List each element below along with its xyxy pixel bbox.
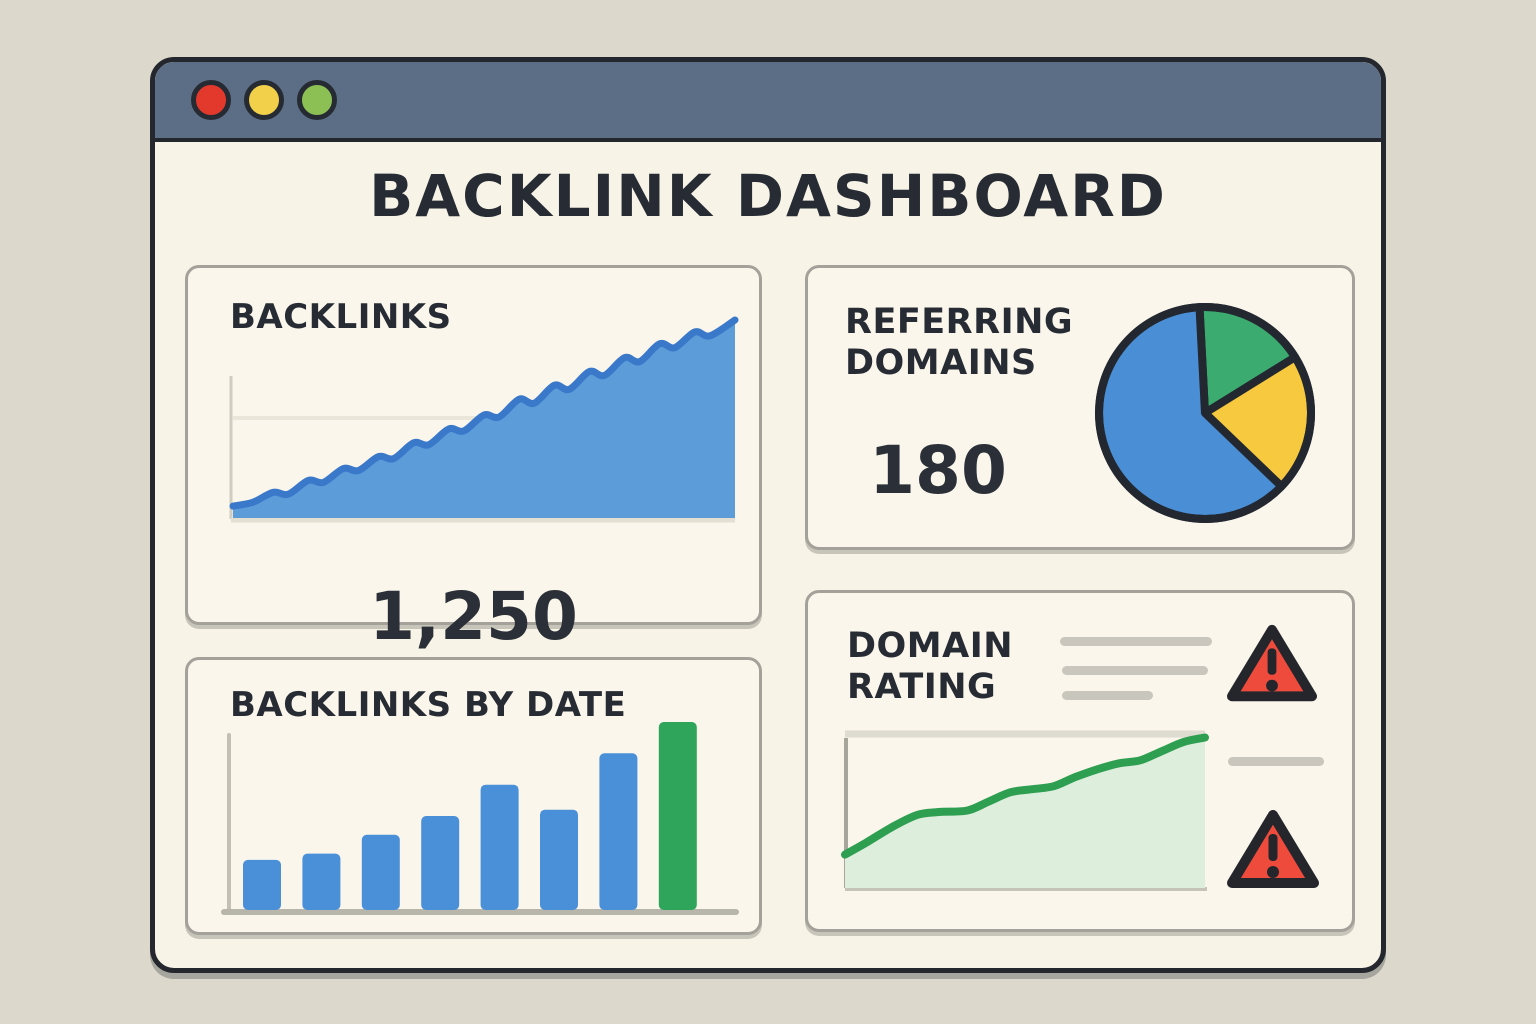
trend-line [841,733,1209,859]
warning-triangle-icon [1227,810,1319,888]
backlinks-by-date-card-title: BACKLINKS BY DATE [230,685,627,725]
minimize-button[interactable] [244,80,284,120]
referring-domains-card: REFERRING DOMAINS 180 [805,265,1355,550]
placeholder-line [1062,666,1208,675]
backlinks-area-chart [229,316,739,523]
backlinks-by-date-card: BACKLINKS BY DATE [185,657,762,935]
bar [361,834,400,910]
bar [658,722,697,910]
backlinks-total-value: 1,250 [369,578,578,655]
area-fill [845,737,1205,888]
warning-triangle-icon [1227,624,1317,702]
bar [421,816,460,910]
area-fill [233,320,735,518]
bar [302,853,341,910]
browser-titlebar [155,62,1381,142]
browser-window: BACKLINK DASHBOARD BACKLINKS 1,250 REFER… [150,57,1386,973]
placeholder-line [1062,691,1153,700]
domain-rating-card-title: DOMAIN RATING [847,626,1014,707]
domain-rating-line-chart [841,730,1209,891]
backlinks-by-date-bar-chart [221,722,739,915]
backlinks-card: BACKLINKS 1,250 [185,265,762,655]
trend-line [229,316,739,510]
referring-domains-count: 180 [869,432,1007,509]
bar [243,859,281,910]
maximize-button[interactable] [297,80,337,120]
page-title: BACKLINK DASHBOARD [369,162,1167,230]
referring-domains-card-title: REFERRING DOMAINS [845,302,1074,383]
pie-outline [1095,303,1315,523]
referring-domains-pie-chart [1095,302,1316,523]
placeholder-line [1060,637,1212,646]
backlinks-card-title: BACKLINKS [230,297,452,337]
close-button[interactable] [191,80,231,120]
bar [599,753,638,910]
placeholder-line [1228,757,1324,766]
bar [480,784,519,910]
domain-rating-card: DOMAIN RATING [805,590,1355,932]
bar [540,809,578,910]
